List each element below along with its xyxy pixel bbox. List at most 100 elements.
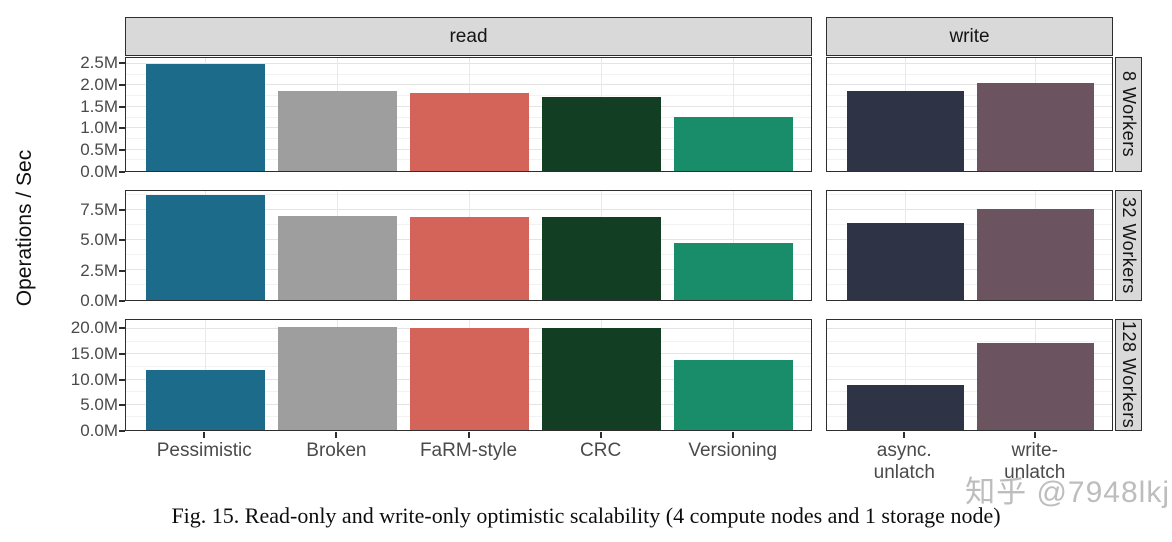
y-tick-mark (119, 149, 125, 152)
bar-broken (277, 327, 397, 430)
y-tick-label: 0.0M (80, 162, 118, 181)
bar-write-unlatch (977, 342, 1095, 430)
bar-write-unlatch (977, 82, 1095, 171)
y-tick-mark (119, 300, 125, 302)
y-tick-mark (119, 352, 125, 355)
panel-read-32-workers (125, 190, 812, 301)
bar-crc (542, 96, 662, 171)
bar-pessimistic (145, 194, 265, 300)
y-tick-label: 5.0M (80, 230, 118, 249)
bar-broken (277, 216, 397, 300)
minor-gridline (827, 391, 1112, 393)
y-tick-label: 5.0M (80, 395, 118, 415)
y-tick-mark (119, 127, 125, 130)
bar-versioning (674, 359, 794, 430)
bar-async-unlatch (846, 90, 964, 171)
major-gridline (827, 84, 1112, 86)
y-tick-mark (119, 239, 125, 241)
y-tick-mark (119, 105, 125, 108)
y-tick-label: 2.0M (80, 74, 118, 94)
y-tick-mark (119, 83, 125, 86)
x-tick-mark (335, 432, 338, 438)
y-tick-mark (119, 171, 125, 173)
category-gridline (733, 58, 735, 171)
x-category-label-broken: Broken (306, 440, 367, 461)
y-tick-label: 7.5M (80, 199, 118, 219)
minor-gridline (827, 224, 1112, 226)
bar-versioning (674, 242, 794, 300)
y-tick-label: 2.5M (80, 53, 118, 73)
major-gridline (827, 353, 1112, 355)
y-tick-mark (119, 327, 125, 330)
y-tick-mark (119, 208, 125, 211)
major-gridline (827, 269, 1112, 271)
minor-gridline (827, 284, 1112, 286)
bar-farm-style (410, 92, 529, 171)
category-gridline (904, 320, 906, 430)
bar-farm-style (410, 327, 529, 430)
panel-write-8-workers (826, 57, 1113, 172)
facet-column-header-write: write (826, 17, 1113, 56)
major-gridline (126, 84, 811, 86)
bar-crc (542, 327, 662, 430)
panel-read-8-workers (125, 57, 812, 172)
x-category-label-versioning: Versioning (688, 440, 778, 461)
y-tick-label: 1.0M (80, 118, 118, 138)
minor-gridline (827, 194, 1112, 196)
y-tick-mark (119, 430, 125, 432)
facet-row-header-8-workers: 8 Workers (1115, 57, 1142, 172)
x-category-label-farm-style: FaRM-style (419, 440, 518, 461)
x-tick-mark (467, 432, 470, 438)
minor-gridline (827, 95, 1112, 97)
x-category-label-async-unlatch: async. unlatch (873, 440, 935, 483)
x-tick-mark (731, 432, 734, 438)
y-tick-label: 0.0M (80, 421, 118, 440)
bar-broken (277, 90, 397, 171)
y-tick-label: 15.0M (70, 343, 118, 363)
bar-pessimistic (145, 369, 265, 430)
major-gridline (827, 63, 1112, 64)
major-gridline (126, 63, 811, 64)
minor-gridline (827, 416, 1112, 418)
y-tick-label: 0.0M (80, 291, 118, 310)
bar-pessimistic (145, 64, 265, 171)
minor-gridline (827, 340, 1112, 342)
y-tick-label: 20.0M (70, 318, 118, 338)
y-tick-mark (119, 404, 125, 407)
y-tick-mark (119, 269, 125, 272)
major-gridline (827, 105, 1112, 107)
minor-gridline (827, 365, 1112, 367)
minor-gridline (827, 254, 1112, 256)
bar-crc (542, 217, 662, 300)
x-category-label-write-unlatch: write- unlatch (1004, 440, 1066, 483)
major-gridline (827, 403, 1112, 405)
watermark: 知乎 @7948lkj (965, 476, 1170, 509)
x-category-label-pessimistic: Pessimistic (156, 440, 252, 461)
minor-gridline (827, 137, 1112, 139)
x-tick-mark (1033, 432, 1036, 438)
y-tick-label: 2.5M (80, 260, 118, 280)
y-tick-label: 0.5M (80, 140, 118, 160)
bar-write-unlatch (977, 208, 1095, 300)
y-tick-mark (119, 378, 125, 381)
bar-farm-style (410, 216, 529, 300)
panel-write-128-workers (826, 319, 1113, 431)
x-tick-mark (599, 432, 602, 438)
minor-gridline (827, 159, 1112, 161)
major-gridline (827, 239, 1112, 241)
y-tick-mark (119, 62, 125, 65)
x-tick-mark (203, 432, 206, 438)
bar-versioning (674, 116, 794, 171)
figure-caption: Fig. 15. Read-only and write-only optimi… (171, 503, 1001, 528)
major-gridline (827, 378, 1112, 380)
facet-column-header-read: read (125, 17, 812, 56)
major-gridline (827, 148, 1112, 150)
panel-write-32-workers (826, 190, 1113, 301)
major-gridline (126, 209, 811, 211)
major-gridline (827, 328, 1112, 330)
panel-read-128-workers (125, 319, 812, 431)
bar-async-unlatch (846, 385, 964, 430)
x-category-label-crc: CRC (580, 440, 622, 461)
